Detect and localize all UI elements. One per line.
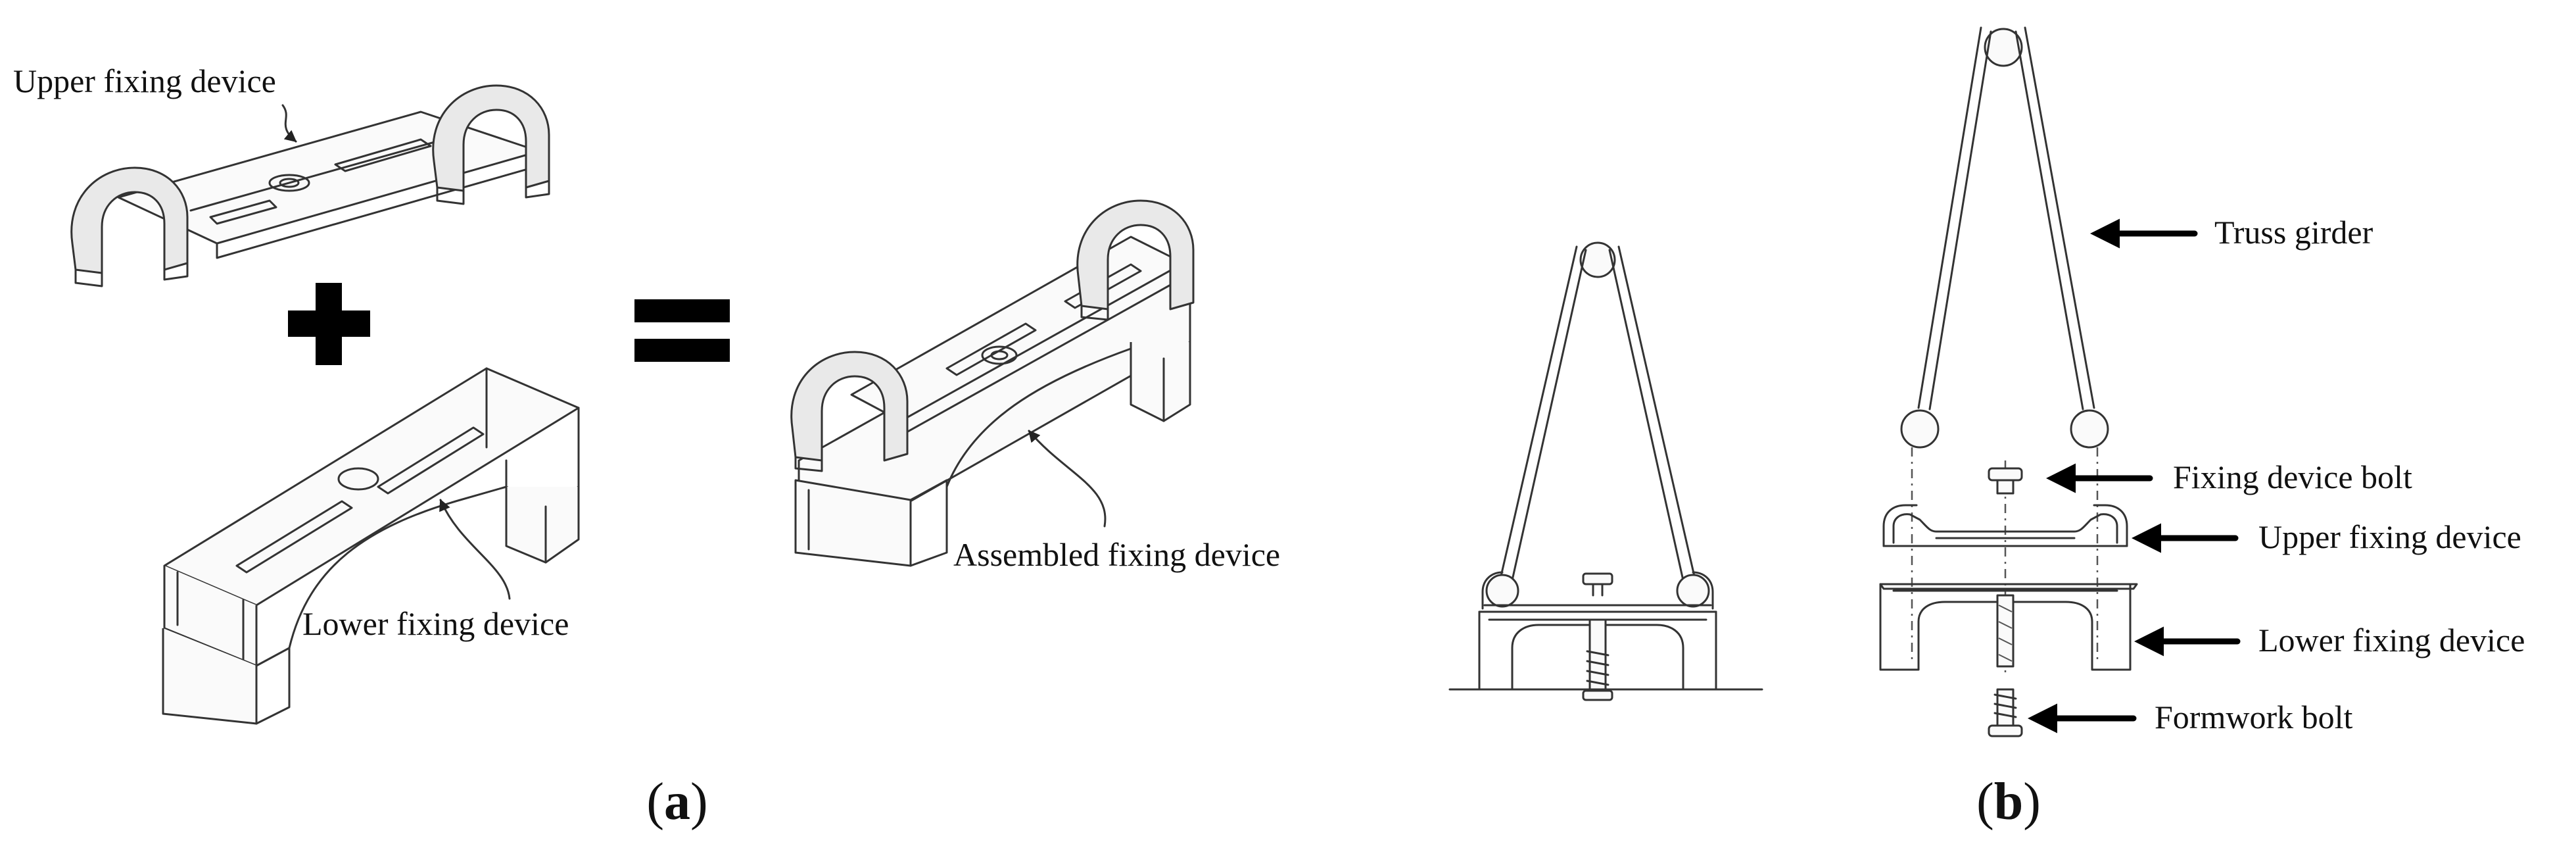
exploded-section-drawing [1879, 26, 2138, 737]
assembled-section-drawing [1448, 241, 1763, 701]
plus-sign [288, 283, 370, 365]
caption-a: (a) [646, 773, 707, 831]
leader-assembled-fixing-device [1028, 430, 1107, 528]
upper-fixing-device-drawing [70, 84, 550, 287]
lower-fixing-device-drawing [162, 367, 580, 725]
panel-a: Upper fixing device [13, 62, 1280, 831]
caption-b: (b) [1976, 773, 2041, 831]
leader-lower-fixing-device [439, 499, 511, 600]
label-truss-girder: Truss girder [2214, 214, 2373, 251]
label-formwork-bolt: Formwork bolt [2155, 699, 2353, 735]
label-upper-fixing-device: Upper fixing device [13, 62, 276, 99]
equals-sign [634, 299, 730, 362]
label-upper-fixing-device-b: Upper fixing device [2258, 518, 2521, 555]
leader-upper-fixing-device [281, 104, 297, 143]
label-lower-fixing-device: Lower fixing device [302, 605, 569, 642]
panel-b: Truss girder Fixing device bolt Upper fi… [1448, 26, 2525, 831]
label-lower-fixing-device-b: Lower fixing device [2258, 622, 2525, 658]
label-assembled-fixing-device: Assembled fixing device [953, 536, 1280, 573]
label-fixing-device-bolt: Fixing device bolt [2173, 459, 2412, 495]
assembled-fixing-device-drawing [790, 199, 1195, 567]
